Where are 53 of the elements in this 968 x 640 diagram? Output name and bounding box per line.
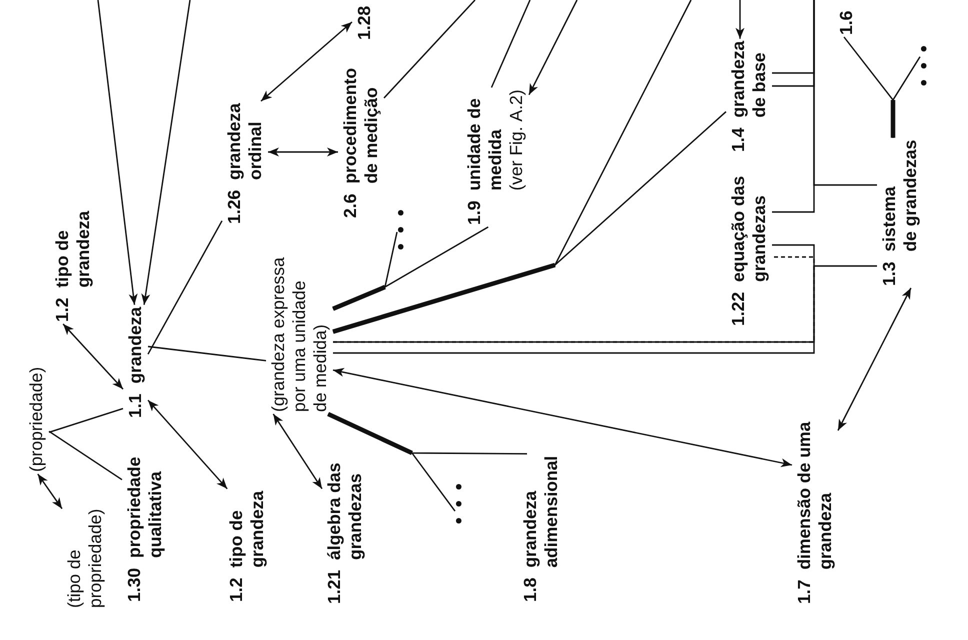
double-arrow: [272, 414, 323, 490]
term-number: 1.8: [520, 578, 541, 602]
term-number: 1.28: [354, 6, 375, 40]
term-number: 1.4: [728, 128, 749, 152]
term-label: grandeza ordinal: [224, 103, 266, 180]
connector-line: [48, 430, 122, 480]
term-number: 1.6: [836, 10, 857, 35]
connector-line: [48, 408, 124, 433]
double-arrow: [837, 288, 912, 431]
term-label: dimensão de uma grandeza: [794, 422, 836, 570]
arrow: [141, 0, 191, 305]
term-number: 1.2: [226, 578, 247, 602]
term-label: propriedade qualitativa: [124, 456, 166, 558]
arrow: [736, 0, 744, 39]
term-number: 1.22: [728, 292, 749, 326]
term-number: 1.3: [879, 262, 900, 286]
connector-line: [892, 56, 921, 138]
term-number: 1.9: [464, 200, 485, 225]
connector-line: [328, 413, 456, 512]
thick-stem: [327, 412, 413, 456]
arrow: [97, 0, 138, 305]
connector-line: [333, 265, 877, 354]
ellipsis: ...: [399, 209, 406, 251]
connector-line: [383, 0, 476, 98]
thick-stem: [332, 284, 386, 311]
connector-line: [148, 346, 266, 362]
connector-line: [147, 220, 223, 355]
term-label: grandeza adimensional: [520, 456, 562, 568]
term-number: 1.1: [125, 394, 146, 418]
parenthetical-note: (ver Fig. A.2): [506, 89, 527, 191]
thick-stem: [332, 262, 556, 334]
ellipsis: ...: [457, 483, 464, 525]
term-number: 1.2: [52, 298, 73, 322]
parenthetical-note: (propriedade): [26, 366, 47, 472]
connector-line: [490, 0, 531, 88]
term-label: unidade de medida: [464, 98, 506, 191]
thick-stem: [890, 100, 896, 138]
term-number: 1.26: [224, 190, 245, 224]
connector-line: [332, 232, 398, 310]
ellipsis: ...: [922, 45, 928, 87]
double-arrow: [332, 368, 792, 468]
term-label: grandeza: [125, 306, 146, 384]
term-number: 2.6: [340, 194, 361, 218]
term-number: 1.7: [794, 580, 815, 604]
term-number: 1.30: [124, 568, 145, 602]
double-arrow: [62, 324, 124, 390]
double-arrow: [260, 21, 352, 102]
double-arrow: [147, 400, 228, 490]
double-arrow: [37, 474, 63, 510]
double-arrow: [268, 148, 338, 156]
arrow: [528, 0, 578, 96]
term-number: 1.21: [324, 570, 345, 604]
connector-line: [332, 0, 692, 332]
